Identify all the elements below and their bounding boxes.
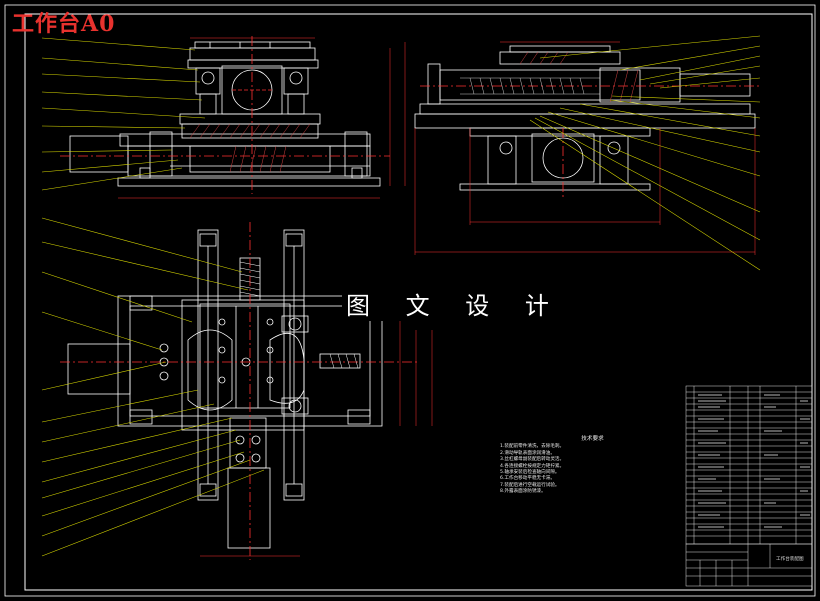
title-block-drawing-name: 工作台装配图 xyxy=(776,557,804,562)
notes-line: 4.各连接螺栓按规定力矩拧紧。 xyxy=(500,463,565,469)
notes-line: 2.滑动导轨表面涂润滑油。 xyxy=(500,450,555,456)
balloon-leader-lines xyxy=(41,35,761,557)
side-elevation-view xyxy=(414,45,760,200)
watermark-text: 图 文 设 计 xyxy=(342,286,567,321)
front-view-hatch xyxy=(189,123,311,173)
parts-list-table xyxy=(685,385,813,545)
side-view-screw-thread xyxy=(460,77,600,95)
notes-line: 6.工作台移动平稳无卡滞。 xyxy=(500,476,555,482)
front-elevation-view xyxy=(60,36,390,194)
plan-view-spring-coils xyxy=(239,261,359,369)
parts-list-cell-marks xyxy=(698,394,810,528)
title-block xyxy=(685,543,813,587)
notes-heading: 技术要求 xyxy=(581,436,604,442)
drawing-sheet-title: 工作台A0 xyxy=(12,11,116,37)
inner-frame xyxy=(24,13,813,591)
notes-line: 7.装配后进行空载运行试验。 xyxy=(500,482,560,488)
technical-requirements-notes: 技术要求 1.装配前零件清洗，去除毛刺。 2.滑动导轨表面涂润滑油。 3.丝杠螺… xyxy=(500,436,685,496)
notes-line: 3.丝杠螺母副装配后转动灵活。 xyxy=(500,457,565,463)
notes-line: 8.外露表面涂防锈漆。 xyxy=(500,489,546,495)
plan-view xyxy=(60,222,420,560)
notes-line: 5.轴承安装后检查轴向间隙。 xyxy=(500,470,560,476)
front-view-dimensions xyxy=(118,37,406,199)
outer-frame xyxy=(4,4,816,597)
notes-line: 1.装配前零件清洗，去除毛刺。 xyxy=(500,444,565,450)
side-view-dimensions xyxy=(414,41,756,255)
